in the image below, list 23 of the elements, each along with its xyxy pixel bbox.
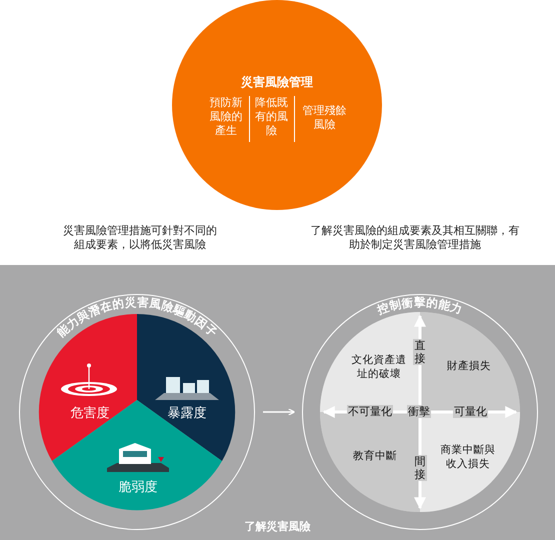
circle-heading: 災害風險管理 (240, 75, 314, 89)
factor-label: 暴露度 (166, 407, 208, 421)
impact-text: 財產損失 (446, 359, 492, 373)
ring-title: 能力與潛在的災害風險驅動因子 (53, 294, 220, 340)
caption-text: 災害風險管理措施可針對不同的組成要素，以將低災害風險 (62, 224, 218, 252)
impact-text: 文化資產遺址的破壞 (351, 353, 407, 381)
caption-text: 了解災害風險的組成要素及其相互關聯，有助於制定災害風險管理措施 (310, 224, 520, 252)
measure-text: 管理殘餘風險 (302, 104, 348, 132)
factor-label: 危害度 (70, 407, 110, 421)
measure-text: 降低既有的風險 (254, 96, 289, 138)
axis-label: 可量化 (453, 405, 488, 418)
axis-label: 不可量化 (347, 405, 393, 418)
arrow (263, 408, 296, 416)
axis-label: 間接 (413, 455, 427, 481)
measure-text: 預防新風險的產生 (208, 96, 244, 138)
axis-label: 衝擊 (407, 405, 431, 418)
ring-title: 控制衝擊的能力 (374, 294, 464, 316)
impact-text: 教育中斷 (352, 449, 398, 463)
ring-frame (19, 294, 255, 530)
impact-text: 商業中斷與收入損失 (440, 443, 496, 471)
axis-label: 直接 (413, 339, 427, 365)
band-title: 了解災害風險 (244, 520, 312, 534)
factor-label: 脆弱度 (118, 481, 158, 495)
